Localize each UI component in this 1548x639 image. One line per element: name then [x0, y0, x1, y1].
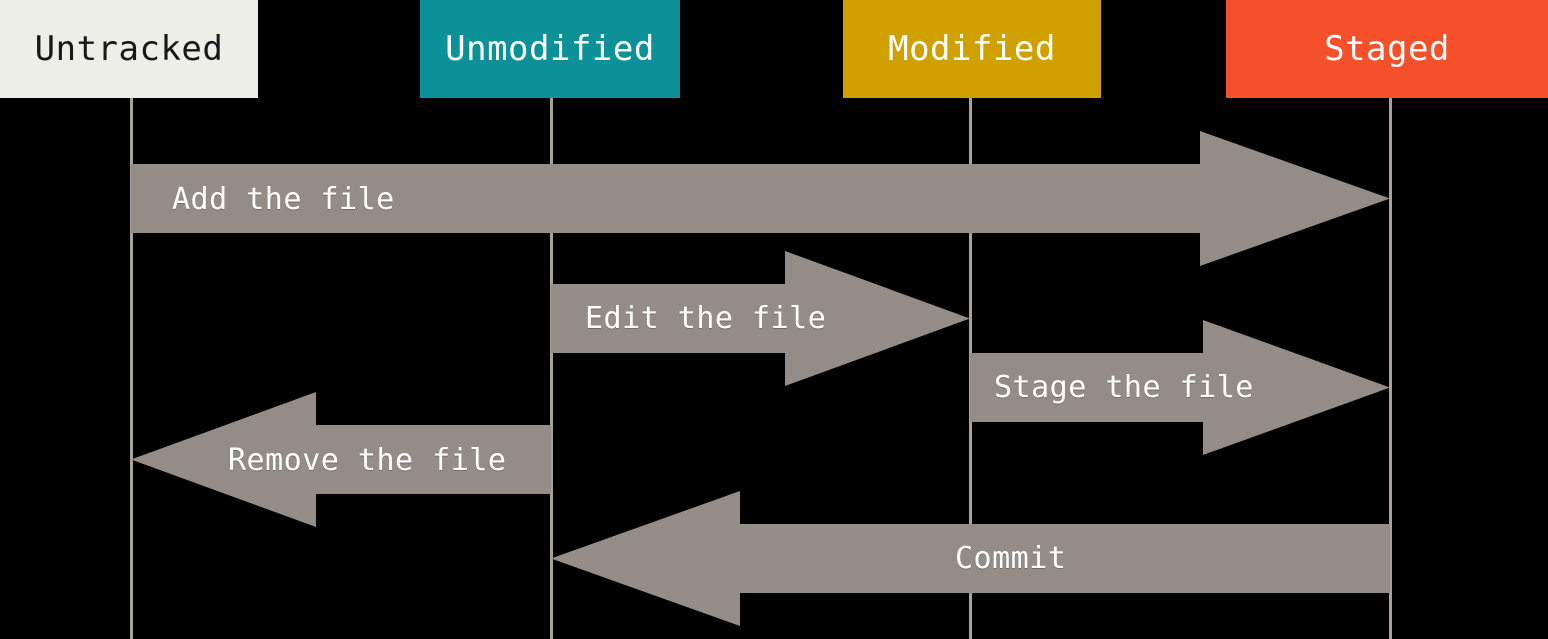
- arrow-label-commit: Commit: [955, 541, 1067, 576]
- lifeline-staged: [1389, 98, 1392, 639]
- arrow-add-the-file: [131, 131, 1390, 266]
- state-box-modified: Modified: [843, 0, 1101, 98]
- lifeline-untracked: [130, 98, 133, 639]
- arrow-stage-the-file: [970, 320, 1390, 455]
- arrow-label-stage-the-file: Stage the file: [994, 370, 1254, 405]
- arrow-remove-the-file: [131, 392, 551, 527]
- arrow-commit: [551, 491, 1390, 626]
- state-label-staged: Staged: [1324, 29, 1450, 69]
- state-label-modified: Modified: [888, 29, 1056, 69]
- arrow-label-edit-the-file: Edit the file: [585, 301, 827, 336]
- arrow-label-add-the-file: Add the file: [172, 182, 395, 217]
- arrow-label-remove-the-file: Remove the file: [228, 443, 507, 478]
- state-label-untracked: Untracked: [34, 29, 224, 69]
- state-box-unmodified: Unmodified: [420, 0, 680, 98]
- state-label-unmodified: Unmodified: [445, 29, 655, 69]
- lifeline-unmodified: [550, 98, 553, 639]
- arrow-edit-the-file: [551, 251, 970, 386]
- state-box-untracked: Untracked: [0, 0, 258, 98]
- state-box-staged: Staged: [1226, 0, 1548, 98]
